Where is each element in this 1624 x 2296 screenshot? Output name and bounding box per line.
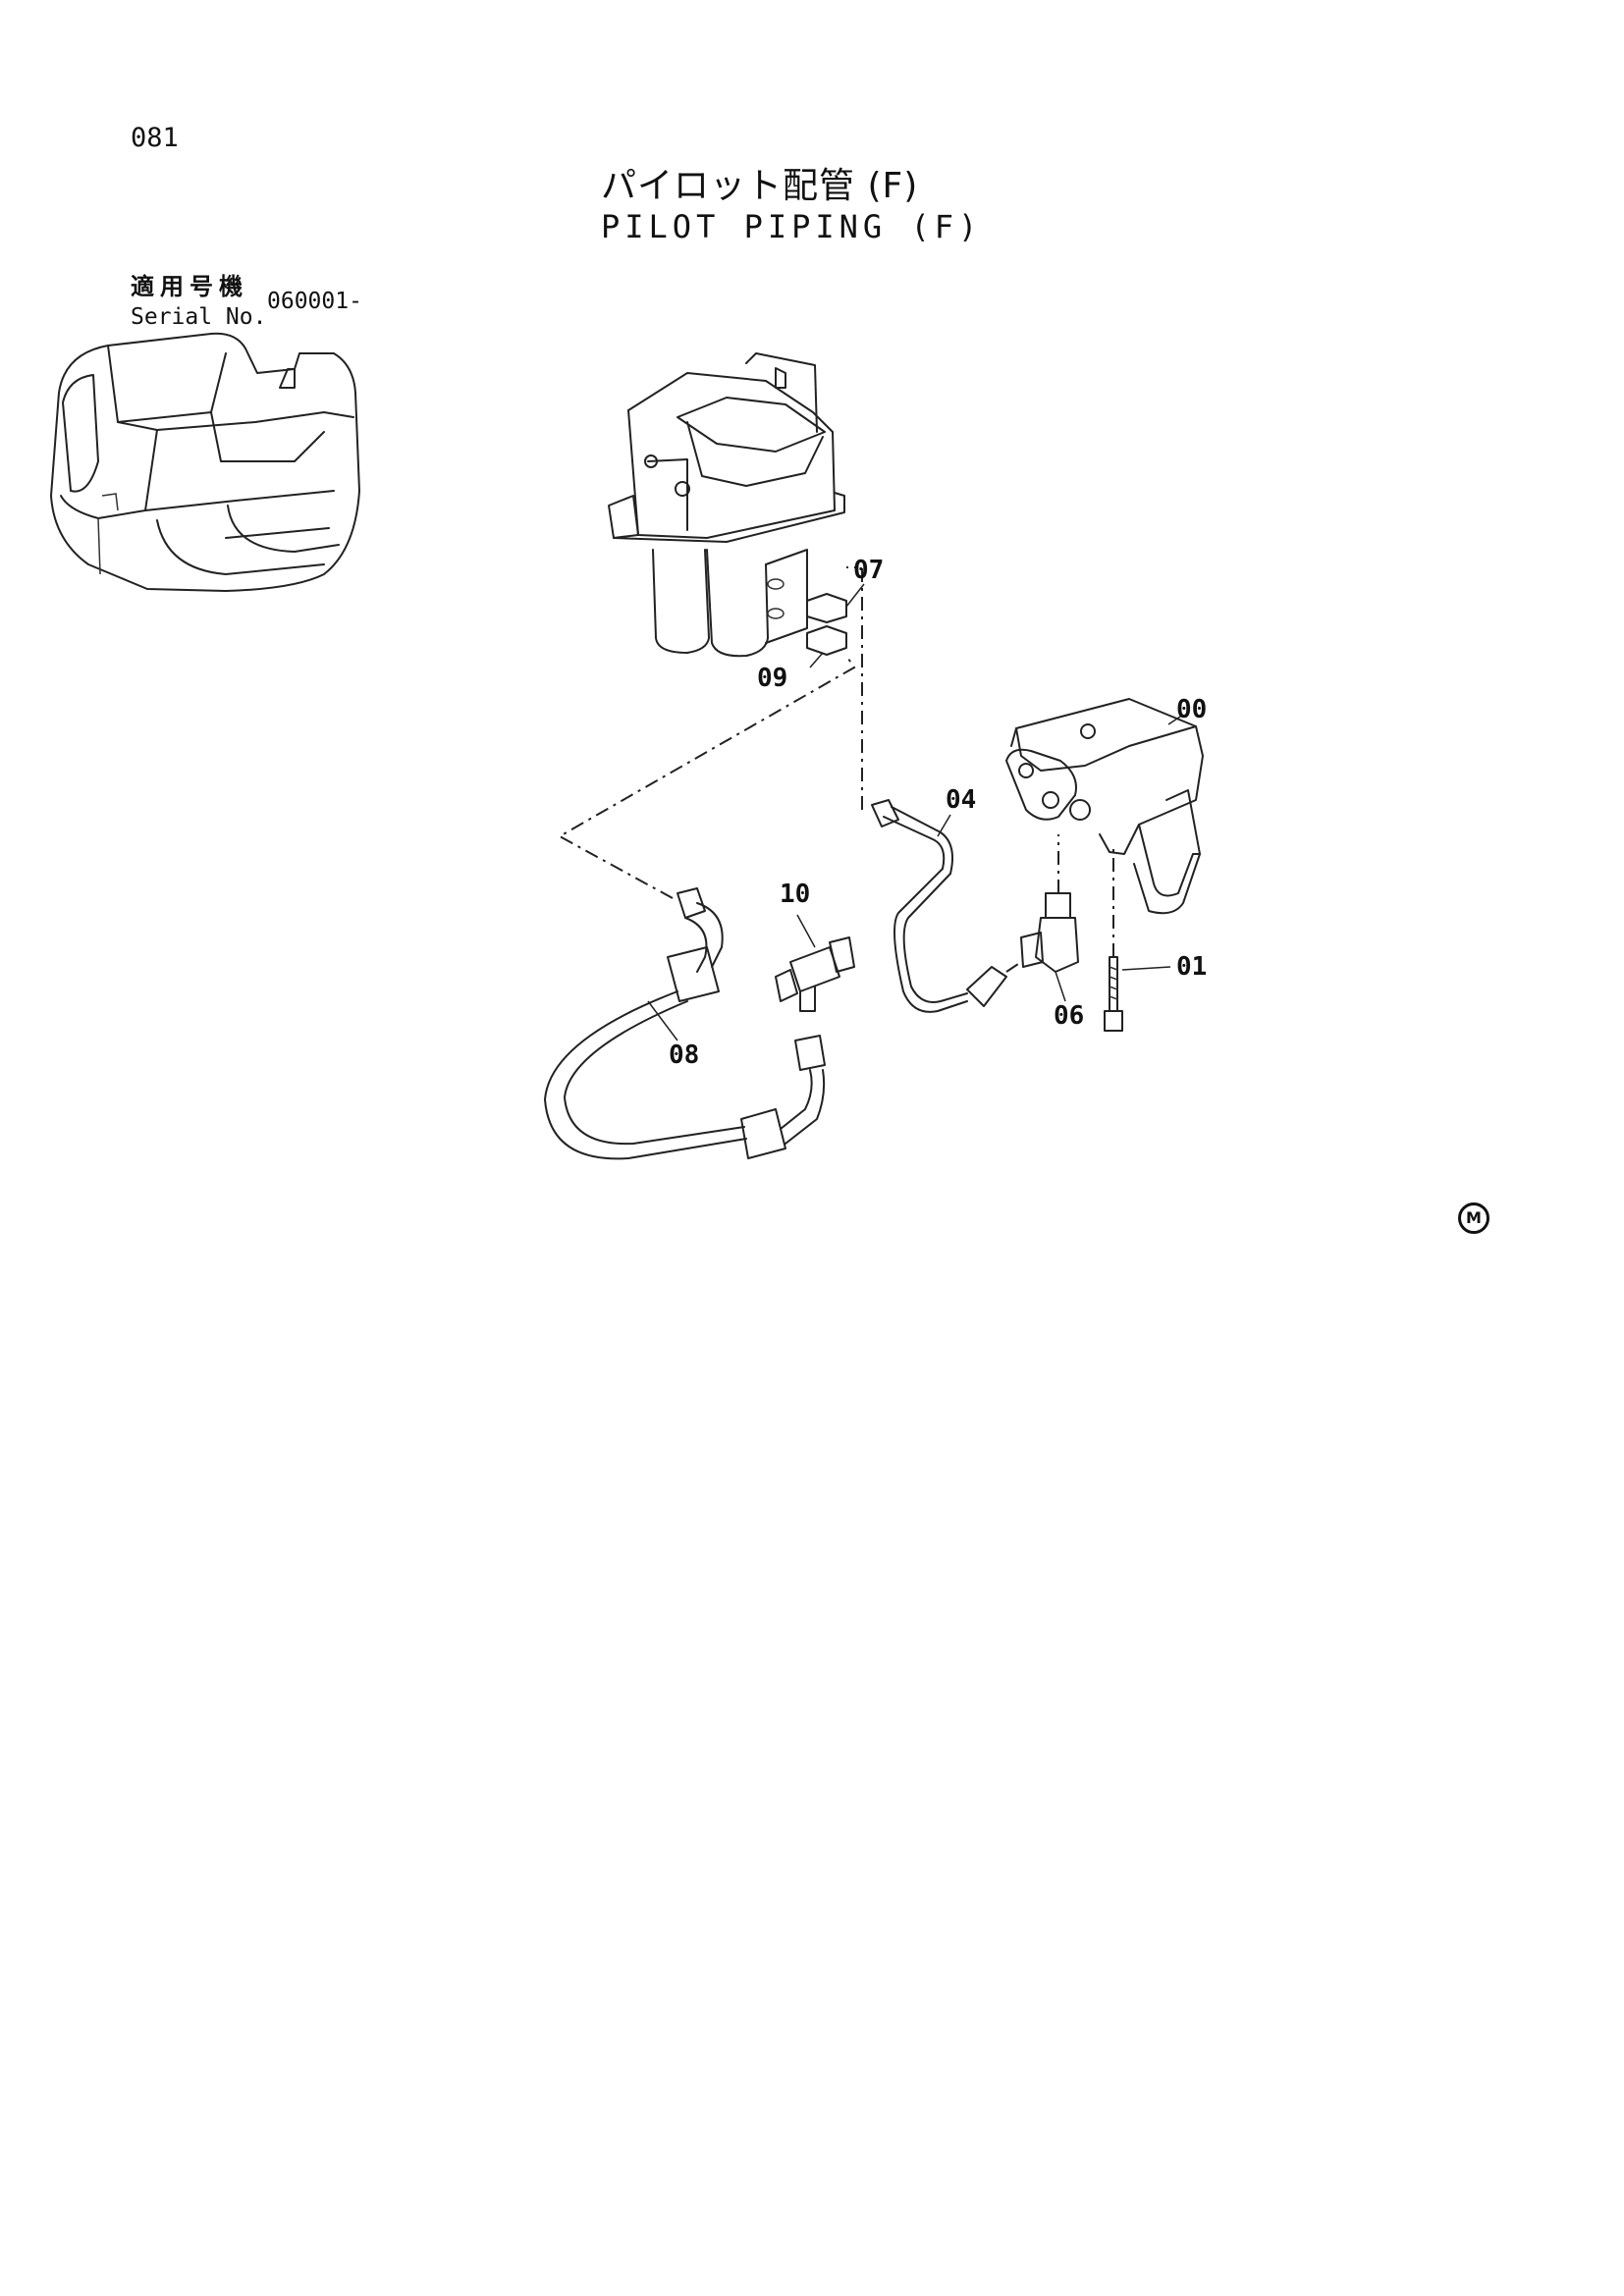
bolt-01 (1104, 844, 1123, 1032)
callout-07: 07 (853, 556, 885, 585)
callout-04: 04 (946, 785, 977, 815)
serial-label-english: Serial No. (131, 304, 267, 330)
hose-08 (544, 655, 856, 1160)
valve-block-00 (1005, 698, 1204, 915)
callout-08: 08 (669, 1041, 700, 1070)
callout-10: 10 (780, 880, 811, 909)
serial-number-value: 060001- (267, 289, 362, 314)
serial-label-japanese: 適用号機 (131, 273, 248, 300)
page-number: 081 (131, 123, 179, 153)
machine-thumbnail-illustration (50, 332, 360, 592)
tee-fitting-10 (775, 936, 855, 1071)
title-japanese: パイロット配管 (F) (601, 166, 919, 206)
title-english: PILOT PIPING (F) (601, 208, 983, 245)
elbow-fitting-06 (1020, 834, 1079, 973)
callout-leader-lines (647, 583, 1184, 1041)
circled-m-mark: M (1458, 1202, 1489, 1234)
pilot-valve-assembly-upper (608, 352, 847, 658)
callout-01: 01 (1176, 952, 1208, 982)
callout-06: 06 (1054, 1001, 1085, 1031)
pipe-04 (846, 566, 1022, 1013)
callout-00: 00 (1176, 695, 1208, 724)
callout-09: 09 (757, 664, 788, 693)
